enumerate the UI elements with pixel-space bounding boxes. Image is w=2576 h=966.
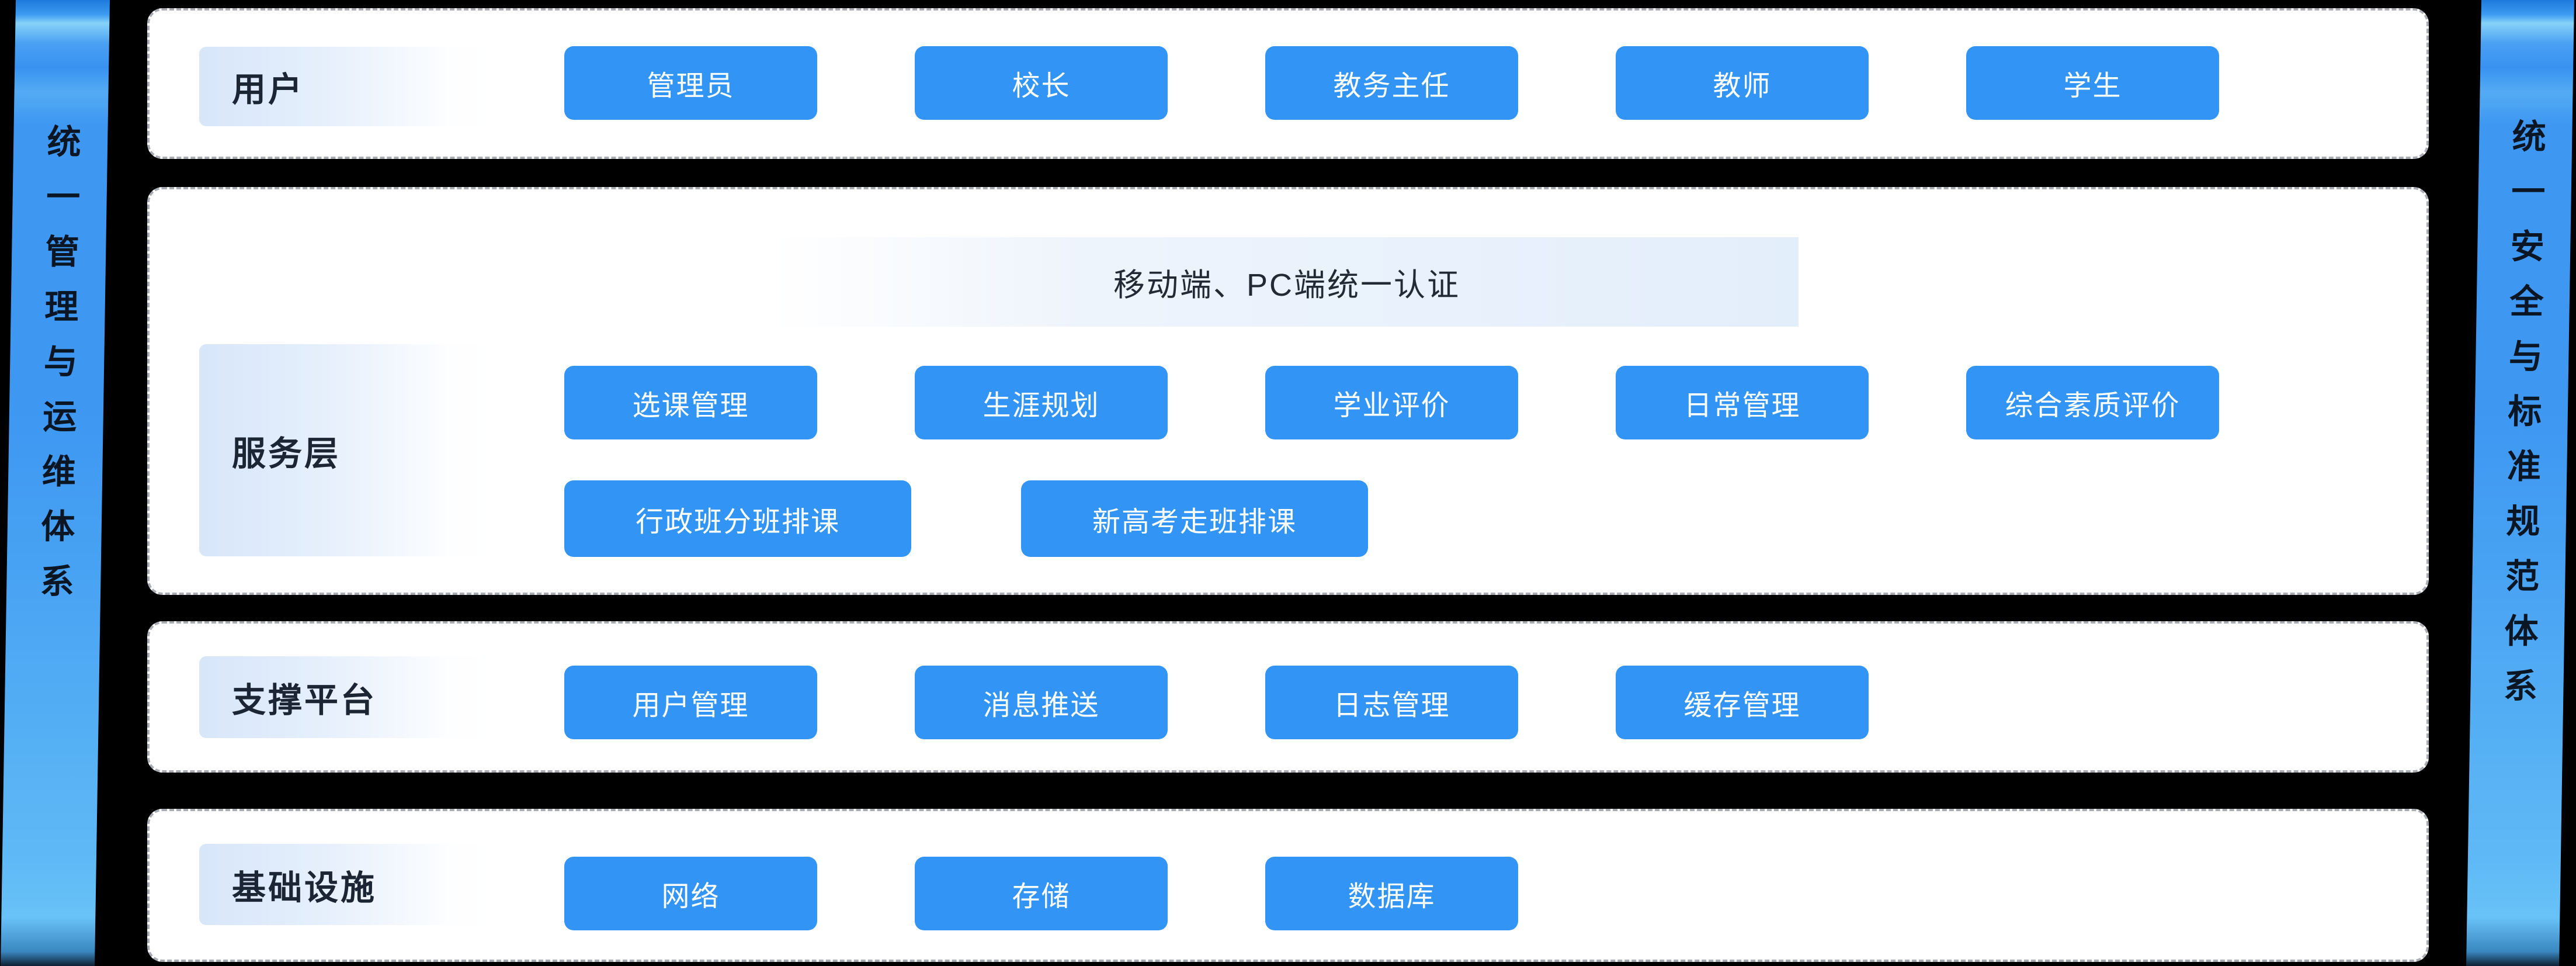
left-ribbon-text: 统一管理与运维体系 — [34, 124, 81, 618]
layer-card-service: 移动端、PC端统一认证 服务层 选课管理 生涯规划 学业评价 日常管理 综合素质… — [147, 187, 2429, 595]
right-ribbon-text: 统一安全与标准规范体系 — [2498, 119, 2546, 723]
support-node-row: 用户管理 消息推送 日志管理 缓存管理 — [564, 666, 1869, 739]
node-message-push: 消息推送 — [915, 666, 1168, 739]
node-storage: 存储 — [915, 857, 1168, 930]
layer-label-infrastructure: 基础设施 — [199, 844, 495, 925]
node-admin: 管理员 — [564, 46, 817, 120]
node-principal: 校长 — [915, 46, 1168, 120]
node-course-selection: 选课管理 — [564, 366, 817, 439]
node-cache-management: 缓存管理 — [1616, 666, 1869, 739]
node-student: 学生 — [1966, 46, 2219, 120]
users-node-row: 管理员 校长 教务主任 教师 学生 — [564, 46, 2219, 120]
node-user-management: 用户管理 — [564, 666, 817, 739]
layer-card-users: 用户 管理员 校长 教务主任 教师 学生 — [147, 8, 2429, 159]
layer-label-service: 服务层 — [199, 344, 495, 556]
node-comprehensive-quality-evaluation: 综合素质评价 — [1966, 366, 2219, 439]
node-database: 数据库 — [1265, 857, 1518, 930]
layer-card-infrastructure: 基础设施 网络 存储 数据库 — [147, 809, 2429, 962]
infrastructure-node-row: 网络 存储 数据库 — [564, 857, 1518, 930]
right-ribbon: 统一安全与标准规范体系 — [2466, 0, 2574, 966]
node-career-planning: 生涯规划 — [915, 366, 1168, 439]
node-network: 网络 — [564, 857, 817, 930]
layer-label-support: 支撑平台 — [199, 656, 495, 738]
node-dean-of-studies: 教务主任 — [1265, 46, 1518, 120]
node-academic-evaluation: 学业评价 — [1265, 366, 1518, 439]
layer-label-users: 用户 — [199, 47, 495, 126]
left-ribbon: 统一管理与运维体系 — [1, 0, 110, 966]
node-daily-management: 日常管理 — [1616, 366, 1869, 439]
node-new-gaokao-class-scheduling: 新高考走班排课 — [1021, 480, 1368, 557]
service-node-row-2: 行政班分班排课 新高考走班排课 — [564, 480, 1368, 557]
service-node-row-1: 选课管理 生涯规划 学业评价 日常管理 综合素质评价 — [564, 366, 2219, 439]
node-teacher: 教师 — [1616, 46, 1869, 120]
node-admin-class-scheduling: 行政班分班排课 — [564, 480, 911, 557]
unified-auth-banner: 移动端、PC端统一认证 — [775, 237, 1799, 327]
node-log-management: 日志管理 — [1265, 666, 1518, 739]
layer-card-support: 支撑平台 用户管理 消息推送 日志管理 缓存管理 — [147, 621, 2429, 773]
